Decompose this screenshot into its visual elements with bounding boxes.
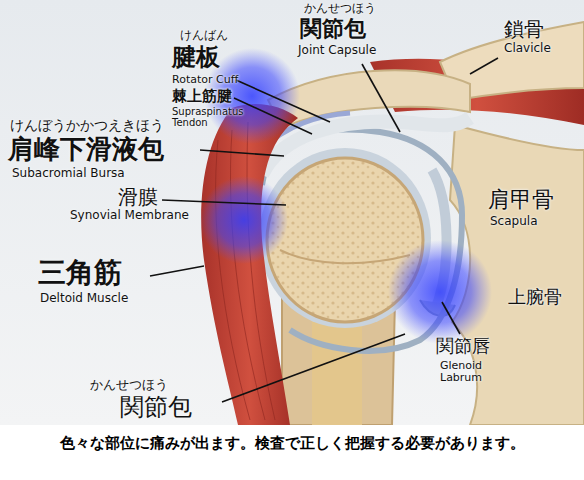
part-label: 滑膜 xyxy=(118,186,158,208)
part-label: 三角筋 xyxy=(38,258,122,289)
reading-hint: かんせつほう xyxy=(90,378,168,392)
part-label: 上腕骨 xyxy=(508,287,562,307)
english-label: Glenoid Labrum xyxy=(440,360,500,384)
pain-highlight xyxy=(200,176,288,264)
epiphyseal-line xyxy=(280,250,410,263)
part-label: 鎖骨 xyxy=(504,18,544,40)
english-label: Rotator Cuff xyxy=(172,74,238,86)
english-label: Clavicle xyxy=(504,42,551,55)
part-label: 腱板 xyxy=(172,44,220,70)
background xyxy=(0,0,584,425)
reading-hint: けんばん xyxy=(180,29,228,42)
english-label: Deltoid Muscle xyxy=(40,292,128,305)
part-label: 棘上筋腱 xyxy=(172,88,232,105)
caption: 色々な部位に痛みが出ます。検査で正しく把握する必要があります。 xyxy=(0,434,584,453)
english-label: Supraspinatus Tendon xyxy=(172,106,262,128)
part-label: 肩峰下滑液包 xyxy=(8,135,164,164)
muscle-fibres xyxy=(216,122,275,420)
leader-lines xyxy=(150,58,498,402)
reading-hint: かんせつほう xyxy=(304,2,376,15)
part-label: 関節包 xyxy=(300,17,366,41)
pain-highlight xyxy=(388,240,492,344)
part-label: 関節包 xyxy=(120,394,192,420)
part-label: 関節唇 xyxy=(436,336,490,356)
caption-band xyxy=(0,425,584,480)
part-label: 肩甲骨 xyxy=(488,188,554,212)
english-label: Scapula xyxy=(490,215,537,228)
english-label: Subacromial Bursa xyxy=(12,167,125,180)
english-label: Synovial Membrane xyxy=(70,209,189,222)
english-label: Joint Capsule xyxy=(298,44,376,57)
deltoid-muscle xyxy=(201,104,298,425)
reading-hint: けんぼうかかつえきほう xyxy=(10,118,164,133)
